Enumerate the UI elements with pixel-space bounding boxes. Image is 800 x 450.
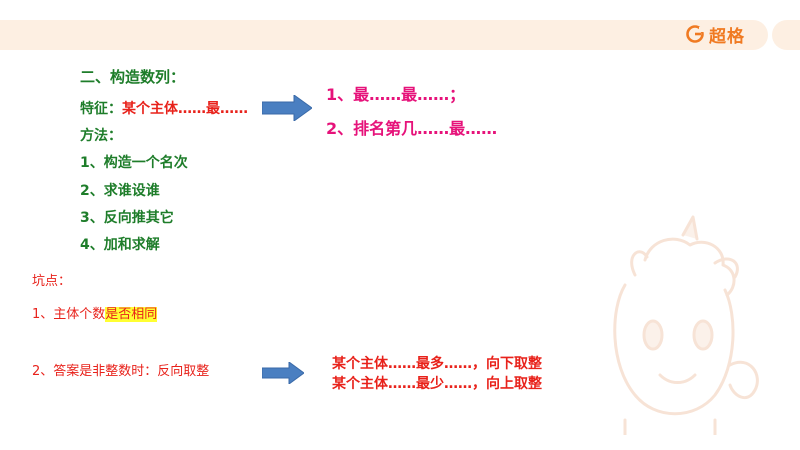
method-label: 方法：: [80, 128, 122, 144]
rounding-rule-up: 某个主体……最少……，向上取整: [332, 376, 542, 392]
header-bar: [0, 20, 768, 50]
pitfall-item-1-highlight: 是否相同: [105, 307, 158, 322]
pitfall-item-1: 1、主体个数是否相同: [32, 303, 158, 322]
brand-name: 超格: [709, 26, 745, 47]
pattern-item-1: 1、最……最……；: [326, 85, 466, 104]
rounding-rule-down: 某个主体……最多……，向下取整: [332, 356, 542, 372]
pitfalls-label: 坑点：: [32, 274, 72, 289]
method-step-1: 1、构造一个名次: [80, 155, 188, 171]
feature-line: 特征：某个主体……最……: [80, 98, 248, 118]
pitfall-item-1-text: 1、主体个数: [32, 307, 106, 322]
arrow-right-icon: [262, 362, 304, 384]
arrow-right-icon: [262, 95, 312, 121]
method-step-3: 3、反向推其它: [80, 210, 174, 226]
method-step-4: 4、加和求解: [80, 237, 160, 253]
header-bar-tail: [772, 20, 800, 50]
pattern-item-2: 2、排名第几……最……: [326, 119, 498, 138]
g-circle-icon: [686, 25, 705, 43]
method-step-2: 2、求谁设谁: [80, 183, 160, 199]
section-heading: 二、构造数列：: [80, 68, 186, 86]
unicorn-mascot-watermark: [613, 215, 759, 435]
feature-value: 某个主体……最……: [122, 101, 248, 117]
pitfall-item-2: 2、答案是非整数时：反向取整: [32, 364, 210, 379]
brand-logo: 超格: [685, 22, 745, 47]
feature-label: 特征：: [80, 101, 122, 117]
